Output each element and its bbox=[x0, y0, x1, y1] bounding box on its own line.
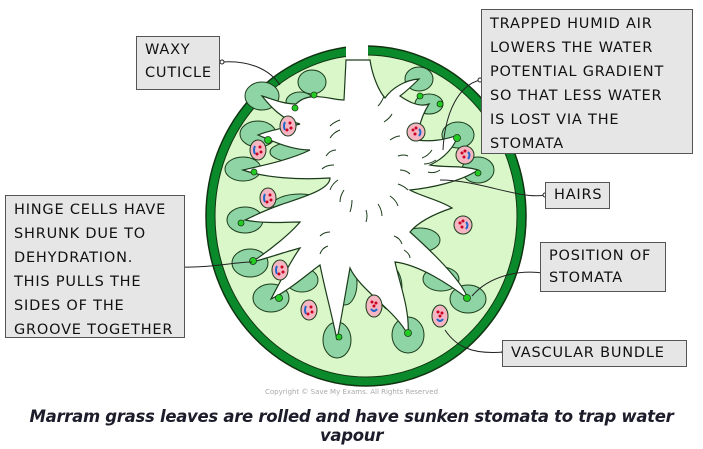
label-line: STOMATA bbox=[549, 270, 624, 286]
label-hinge-cells: HINGE CELLS HAVE SHRUNK DUE TO DEHYDRATI… bbox=[5, 195, 185, 338]
label-hairs: HAIRS bbox=[545, 182, 610, 209]
label-line: TRAPPED HUMID AIR bbox=[490, 16, 653, 32]
label-line: SHRUNK DUE TO bbox=[14, 226, 146, 242]
label-vascular-bundle: VASCULAR BUNDLE bbox=[502, 340, 687, 367]
label-line: WAXY bbox=[145, 42, 191, 58]
label-waxy-cuticle: WAXY CUTICLE bbox=[136, 36, 220, 90]
label-line: THIS PULLS THE bbox=[14, 274, 142, 290]
label-line: DEHYDRATION. bbox=[14, 250, 134, 266]
central-cavity bbox=[240, 59, 480, 341]
label-line: LOWERS THE WATER bbox=[490, 40, 654, 56]
hairs bbox=[319, 95, 441, 259]
label-line: VASCULAR BUNDLE bbox=[511, 345, 665, 361]
label-line: CUTICLE bbox=[145, 65, 212, 81]
figure-caption: Marram grass leaves are rolled and have … bbox=[29, 407, 674, 445]
label-line: HINGE CELLS HAVE bbox=[14, 202, 167, 218]
label-line: SIDES OF THE bbox=[14, 298, 125, 314]
label-line: HAIRS bbox=[554, 187, 603, 203]
label-line: IS LOST VIA THE bbox=[490, 112, 620, 128]
label-trapped-humid-air: TRAPPED HUMID AIR LOWERS THE WATER POTEN… bbox=[481, 9, 693, 154]
vascular-bundles bbox=[249, 115, 475, 328]
label-line: POTENTIAL GRADIENT bbox=[490, 64, 665, 80]
label-line: STOMATA bbox=[490, 136, 565, 152]
label-stomata-position: POSITION OF STOMATA bbox=[540, 242, 666, 292]
copyright-notice: Copyright © Save My Exams. All Rights Re… bbox=[264, 388, 439, 396]
stomata bbox=[237, 91, 482, 341]
label-line: SO THAT LESS WATER bbox=[490, 88, 663, 104]
label-line: GROOVE TOGETHER bbox=[14, 322, 174, 338]
label-line: POSITION OF bbox=[549, 248, 652, 264]
